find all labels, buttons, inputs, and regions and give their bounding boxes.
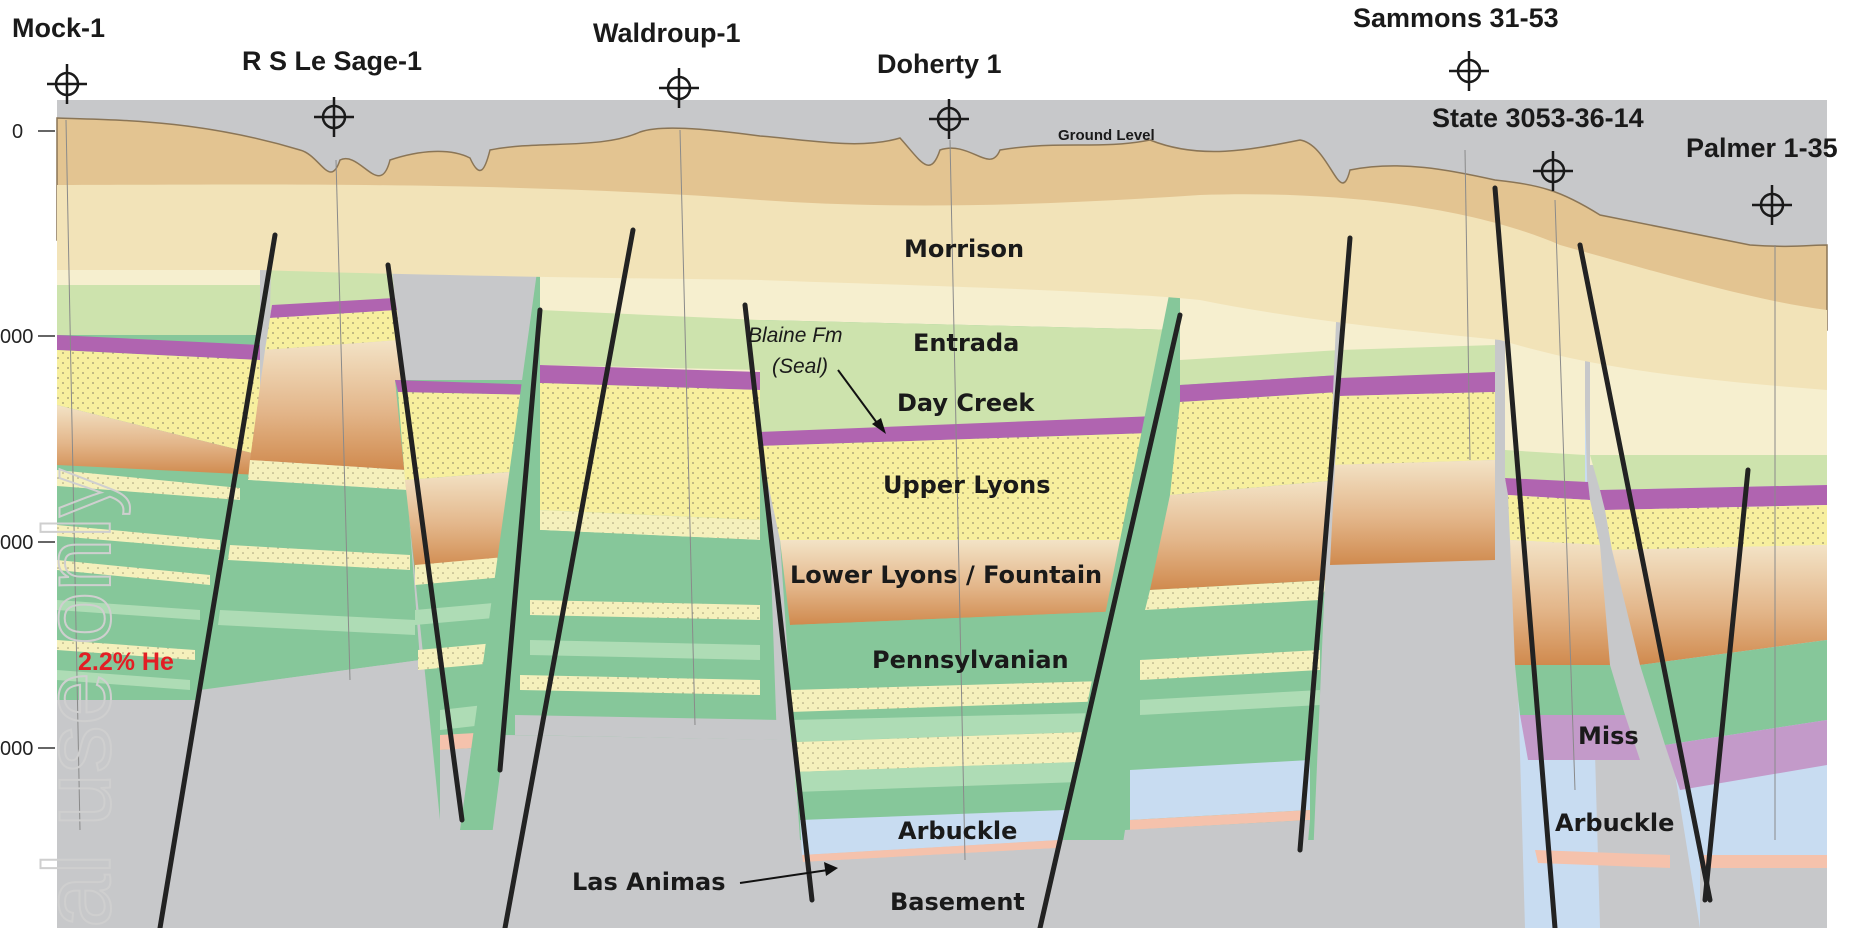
depth-tick-0: 0: [12, 121, 23, 143]
ground-level-label: Ground Level: [1058, 127, 1155, 144]
well-name-waldroup: Waldroup-1: [593, 18, 741, 48]
well-symbol-mock: [47, 64, 87, 104]
label-las-animas: Las Animas: [572, 868, 726, 896]
label-pennsylvanian: Pennsylvanian: [872, 646, 1069, 674]
label-morrison: Morrison: [904, 235, 1024, 263]
label-blaine-fm: Blaine Fm: [748, 324, 843, 347]
label-entrada: Entrada: [913, 329, 1019, 357]
label-day-creek: Day Creek: [897, 389, 1035, 417]
well-symbol-sammons: [1449, 51, 1489, 91]
label-blaine-seal: (Seal): [772, 355, 828, 378]
helium-annotation: 2.2% He: [78, 648, 174, 676]
well-name-lesage: R S Le Sage-1: [242, 46, 422, 76]
well-name-doherty: Doherty 1: [877, 49, 1002, 79]
label-miss: Miss: [1578, 722, 1639, 750]
depth-tick-1: 000: [0, 326, 33, 348]
well-name-sammons: Sammons 31-53: [1353, 3, 1559, 33]
well-name-palmer: Palmer 1-35: [1686, 133, 1838, 163]
well-name-state: State 3053-36-14: [1432, 103, 1644, 133]
label-upper-lyons: Upper Lyons: [883, 471, 1050, 499]
label-basement: Basement: [890, 888, 1025, 916]
well-name-mock: Mock-1: [12, 13, 105, 43]
label-lower-lyons: Lower Lyons / Fountain: [790, 561, 1102, 589]
watermark-text: al use only: [24, 469, 131, 928]
label-arbuckle-center: Arbuckle: [898, 817, 1017, 845]
label-arbuckle-right: Arbuckle: [1555, 809, 1674, 837]
